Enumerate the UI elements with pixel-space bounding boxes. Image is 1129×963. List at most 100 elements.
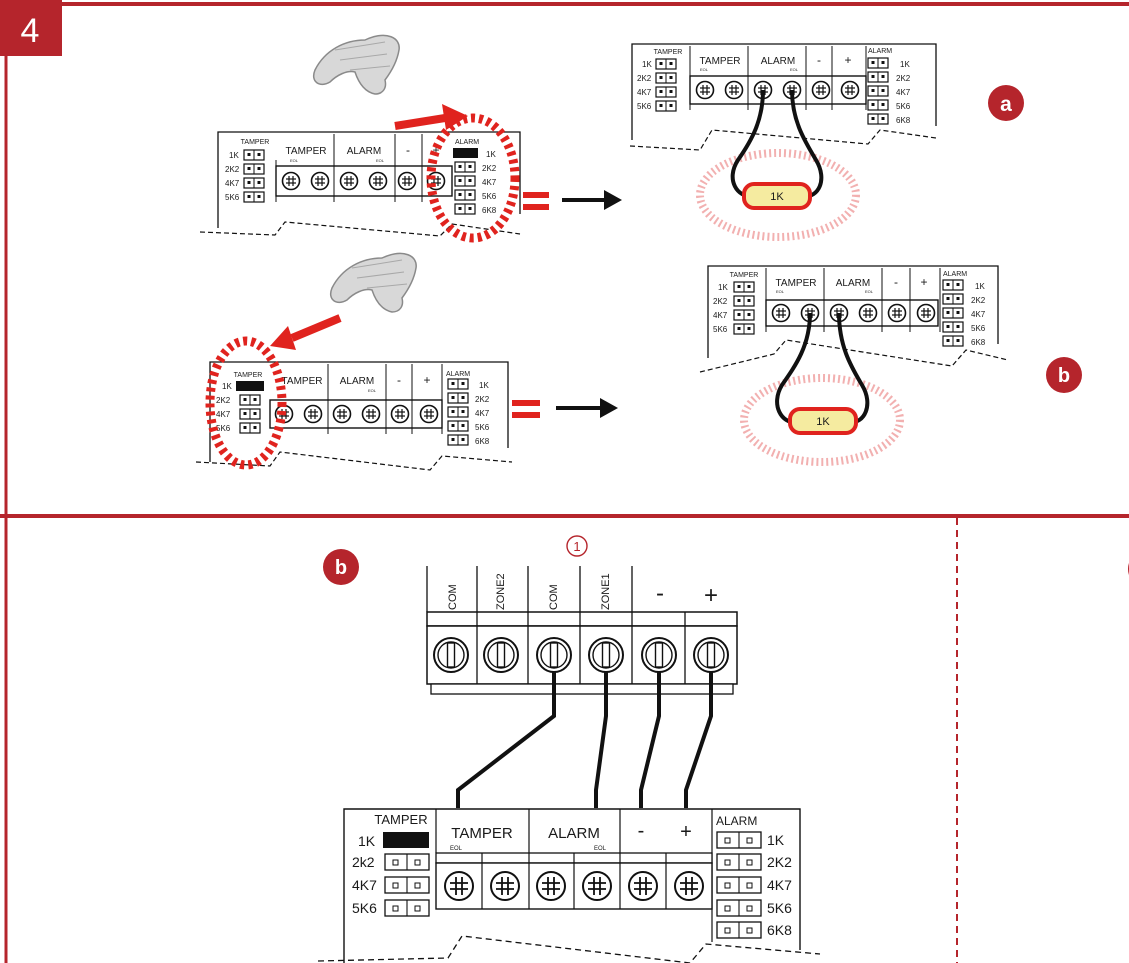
svg-text:-: - [397,373,401,387]
svg-text:1: 1 [573,539,580,554]
svg-text:2K2: 2K2 [896,74,911,83]
svg-text:EOL: EOL [865,289,874,294]
svg-text:TAMPER: TAMPER [776,278,817,289]
svg-text:a: a [1000,93,1012,116]
svg-text:5K6: 5K6 [767,900,792,916]
svg-text:1K: 1K [358,833,376,849]
svg-text:EOL: EOL [450,846,463,852]
svg-text:ZONE2: ZONE2 [495,573,507,610]
badge-a: a [988,85,1024,121]
badge-b: b [1046,357,1082,393]
svg-text:+: + [704,582,718,609]
detector-board-b-left: TAMPER 1K 2K2 4K7 5K6 TAMPER ALARM EOL -… [195,361,513,471]
svg-text:4K7: 4K7 [637,88,652,97]
svg-text:1K: 1K [222,382,232,391]
svg-text:2K2: 2K2 [971,296,986,305]
svg-text:4K7: 4K7 [896,88,911,97]
svg-text:1K: 1K [816,416,830,428]
circled-number-badge: 1 [566,535,588,557]
equals-icon [523,192,549,210]
svg-text:+: + [432,143,439,157]
svg-text:5K6: 5K6 [637,102,652,111]
svg-text:TAMPER: TAMPER [374,812,427,827]
svg-text:4K7: 4K7 [971,310,986,319]
svg-text:5K6: 5K6 [352,900,377,916]
svg-text:TAMPER: TAMPER [234,372,263,379]
svg-text:1K: 1K [479,381,489,390]
svg-text:5K6: 5K6 [896,102,911,111]
svg-text:2K2: 2K2 [475,395,490,404]
svg-text:ALARM: ALARM [548,825,600,842]
svg-text:-: - [656,580,664,607]
svg-text:6K8: 6K8 [482,206,497,215]
svg-text:-: - [817,53,821,67]
svg-text:+: + [844,53,851,67]
svg-text:TAMPER: TAMPER [282,376,323,387]
svg-text:ALARM: ALARM [943,271,967,278]
resistor-wire [775,312,812,425]
panel-wires [456,672,713,808]
svg-text:EOL: EOL [368,388,377,393]
svg-text:5K6: 5K6 [475,423,490,432]
svg-text:1K: 1K [486,150,496,159]
svg-text:1K: 1K [770,191,784,203]
svg-text:-: - [894,275,898,289]
resistor-wire [790,89,824,199]
detector-board-a-left: TAMPER 1K 2K2 4K7 5K6 TAMPER EOL ALARM E… [199,131,521,237]
alarm-panel-terminal-block: COM ZONE2 COM ZONE1 - + [426,566,738,695]
black-arrow-icon [562,190,622,210]
hand-pinch-icon [329,252,417,313]
svg-text:2k2: 2k2 [352,854,375,870]
black-arrow-icon [556,398,618,418]
svg-text:4K7: 4K7 [225,179,240,188]
red-arrow-icon [394,104,468,130]
svg-text:EOL: EOL [776,289,785,294]
svg-text:2K2: 2K2 [713,297,728,306]
resistor-wire [730,89,765,199]
svg-text:TAMPER: TAMPER [654,49,683,56]
svg-text:4K7: 4K7 [475,409,490,418]
svg-text:EOL: EOL [700,67,709,72]
svg-text:ALARM: ALARM [455,139,479,146]
svg-text:b: b [335,557,347,579]
svg-text:6K8: 6K8 [767,922,792,938]
svg-text:EOL: EOL [376,158,385,163]
svg-text:ZONE1: ZONE1 [600,573,612,610]
step-number-badge: 4 [0,0,62,56]
svg-text:5K6: 5K6 [216,424,231,433]
detector-board-a-right: TAMPER 1K 2K2 4K7 5K6 TAMPER EOL ALARM E… [629,43,937,151]
svg-text:EOL: EOL [594,846,607,852]
svg-text:+: + [423,373,430,387]
svg-text:6K8: 6K8 [475,437,490,446]
svg-text:TAMPER: TAMPER [730,272,759,279]
svg-text:2K2: 2K2 [482,164,497,173]
svg-text:2K2: 2K2 [637,74,652,83]
equals-icon [512,400,540,418]
detector-board-b-right: TAMPER 1K 2K2 4K7 5K6 TAMPER EOL ALARM E… [699,265,1009,373]
svg-text:2K2: 2K2 [216,396,231,405]
svg-text:4K7: 4K7 [216,410,231,419]
svg-text:TAMPER: TAMPER [700,56,741,67]
resistor-icon: 1K [742,182,812,210]
svg-text:6K8: 6K8 [896,116,911,125]
hand-pinch-icon [312,34,400,95]
svg-text:-: - [406,143,410,157]
svg-text:1K: 1K [767,832,785,848]
svg-text:4K7: 4K7 [352,877,377,893]
svg-text:6K8: 6K8 [971,338,986,347]
detector-board-large: TAMPER 1K 2k2 4K7 5K6 TAMPER EOL ALARM E… [317,808,821,963]
svg-text:4K7: 4K7 [482,178,497,187]
resistor-wire [837,312,870,425]
svg-text:ALARM: ALARM [868,48,892,55]
svg-text:ALARM: ALARM [340,376,374,387]
svg-text:4K7: 4K7 [767,877,792,893]
resistor-icon: 1K [788,407,858,435]
svg-text:COM: COM [447,584,459,610]
resistor-halo [740,374,904,466]
svg-text:EOL: EOL [790,67,799,72]
red-arrow-icon [270,314,342,350]
svg-text:+: + [680,821,692,843]
resistor-halo [696,149,860,241]
